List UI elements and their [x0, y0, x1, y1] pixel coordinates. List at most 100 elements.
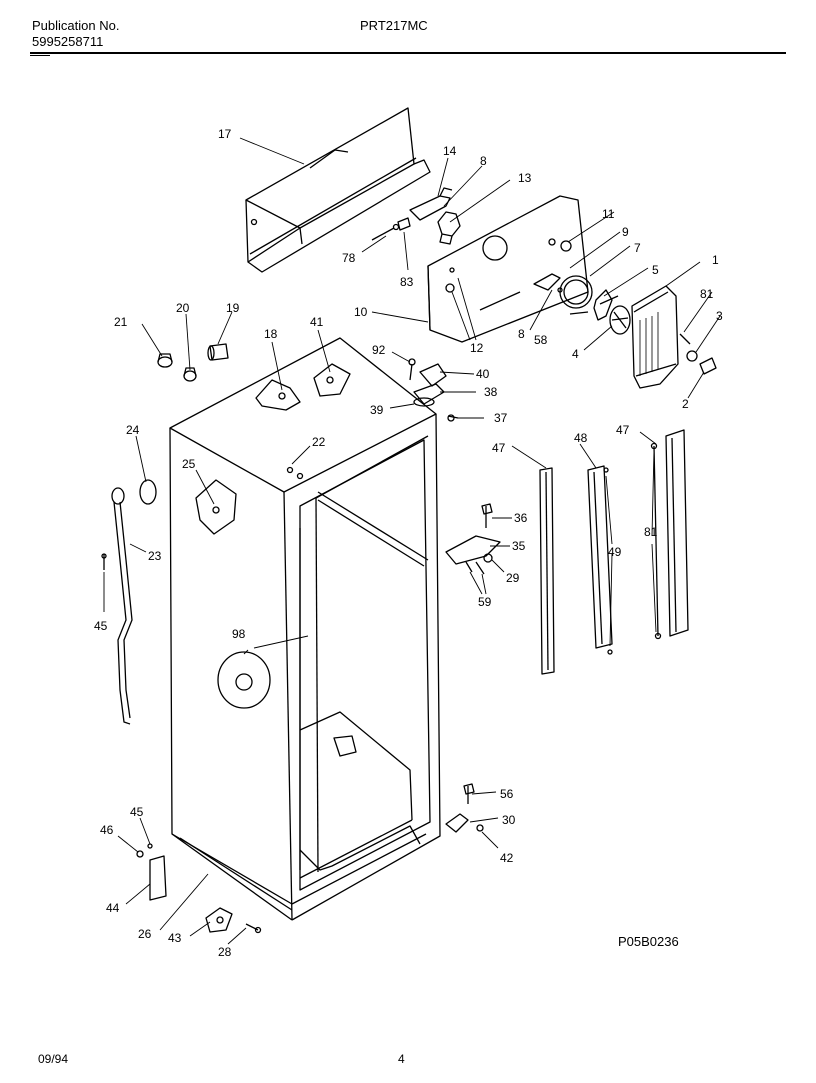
part-7-fan-shroud [559, 275, 593, 309]
callout-25: 25 [182, 457, 196, 471]
callout-28: 28 [218, 945, 232, 959]
callout-4: 4 [572, 347, 579, 361]
part-17-top-cover [245, 107, 431, 273]
callout-22: 22 [312, 435, 326, 449]
callout-41: 41 [310, 315, 324, 329]
callout-36: 36 [514, 511, 528, 525]
part-2-knob [699, 357, 717, 375]
callout-59: 59 [478, 595, 492, 609]
callout-47a: 47 [492, 441, 506, 455]
callout-47b: 47 [616, 423, 630, 437]
callout-49: 49 [608, 545, 622, 559]
callout-48: 48 [574, 431, 588, 445]
diagram-code: P05B0236 [618, 934, 679, 949]
publication-number: 5995258711 [32, 34, 104, 49]
callout-2: 2 [682, 397, 689, 411]
part-47-trim-right [650, 429, 689, 640]
callout-17: 17 [218, 127, 232, 141]
callout-39: 39 [370, 403, 384, 417]
callout-92: 92 [372, 343, 386, 357]
callout-8b: 8 [518, 327, 525, 341]
callout-30: 30 [502, 813, 516, 827]
part-78-screw-head [392, 223, 400, 231]
part-38-hinge [413, 383, 445, 405]
callout-7: 7 [634, 241, 641, 255]
part-30-hinge [445, 813, 469, 833]
callout-81b: 81 [644, 525, 658, 539]
callout-44: 44 [106, 901, 120, 915]
part-10-control-panel [427, 195, 589, 343]
callout-9: 9 [622, 225, 629, 239]
callout-35: 35 [512, 539, 526, 553]
callout-23: 23 [148, 549, 162, 563]
callout-56: 56 [500, 787, 514, 801]
part-81-screw [679, 333, 691, 345]
callout-5: 5 [652, 263, 659, 277]
part-43-leveler [205, 907, 233, 933]
part-24-grommet [139, 479, 157, 505]
part-44-bracket [149, 855, 167, 901]
callout-45: 45 [94, 619, 108, 633]
callout-8: 8 [480, 154, 487, 168]
part-58-screw [569, 311, 589, 315]
part-35-bracket [445, 535, 501, 565]
callout-46: 46 [100, 823, 114, 837]
part-92-screw [408, 358, 416, 381]
part-23-drain-tube [111, 487, 133, 725]
cabinet [169, 337, 441, 921]
callout-26: 26 [138, 927, 152, 941]
callout-labels: 17 14 8 13 78 83 11 9 7 10 12 8 58 5 1 8… [94, 127, 723, 959]
part-1-air-grille [631, 285, 679, 389]
callout-83: 83 [400, 275, 414, 289]
callout-18: 18 [264, 327, 278, 341]
part-48-trim [587, 465, 613, 655]
part-41-insulation [313, 363, 351, 397]
callout-3: 3 [716, 309, 723, 323]
callout-1: 1 [712, 253, 719, 267]
part-21-cap [157, 353, 173, 368]
publication-label: Publication No. [32, 18, 120, 33]
part-46-screw [136, 850, 144, 858]
callout-37: 37 [494, 411, 508, 425]
part-11-knob [560, 240, 572, 252]
callout-20: 20 [176, 301, 190, 315]
callout-40: 40 [476, 367, 490, 381]
callout-58: 58 [534, 333, 548, 347]
part-29-bushing [483, 553, 493, 563]
footer-date: 09/94 [38, 1052, 69, 1066]
part-25-insulation [195, 479, 237, 535]
part-42-screw [476, 824, 484, 832]
callout-38: 38 [484, 385, 498, 399]
part-39-washer [413, 397, 435, 407]
callout-21: 21 [114, 315, 128, 329]
part-37-pin [447, 415, 459, 419]
part-3-washer [686, 350, 698, 362]
part-5-fan-blade [593, 289, 619, 321]
callout-81: 81 [700, 287, 714, 301]
part-18-insulation [255, 379, 301, 411]
callout-11: 11 [602, 207, 615, 221]
part-19-bushing [207, 343, 229, 361]
callout-12: 12 [470, 341, 484, 355]
part-4-fan-motor [609, 305, 631, 335]
part-45-screw-lower [147, 843, 153, 849]
header-rule-tick [30, 55, 50, 56]
header-rule [30, 52, 786, 54]
part-9-bracket [533, 273, 561, 291]
callout-14: 14 [443, 144, 457, 158]
callout-43: 43 [168, 931, 182, 945]
part-98-label [217, 651, 271, 709]
callout-10: 10 [354, 305, 368, 319]
callout-42: 42 [500, 851, 514, 865]
callout-78: 78 [342, 251, 356, 265]
model-number: PRT217MC [360, 18, 428, 33]
part-40-cap [419, 363, 447, 387]
callout-24: 24 [126, 423, 140, 437]
part-78-screw [371, 227, 395, 241]
part-83-clip [397, 217, 411, 231]
callout-19: 19 [226, 301, 240, 315]
callout-29: 29 [506, 571, 520, 585]
footer-page-number: 4 [398, 1052, 405, 1066]
callout-98: 98 [232, 627, 246, 641]
